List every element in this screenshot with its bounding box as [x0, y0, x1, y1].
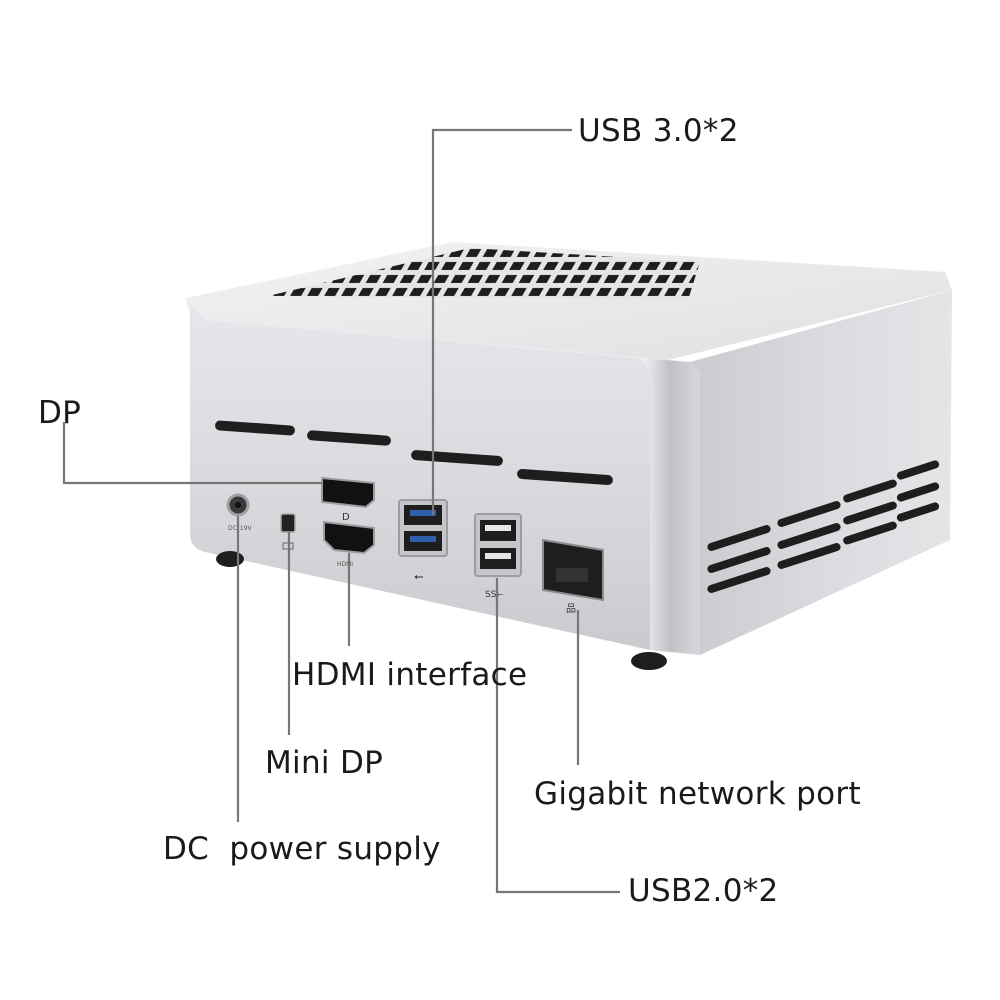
displayport-icon: D	[342, 512, 350, 523]
leader-lines	[62, 128, 620, 894]
rubber-foot	[631, 652, 667, 670]
case-front	[189, 307, 651, 650]
front-vent-slot	[307, 430, 391, 446]
label-mini-dp: Mini DP	[265, 745, 384, 781]
top-vent-grille	[268, 248, 700, 300]
leader-dp	[62, 422, 322, 485]
rubber-foot	[216, 551, 244, 567]
usb3-port-bottom-tongue	[410, 536, 436, 542]
usb2-port-top-tongue	[485, 525, 511, 531]
usb2-port-bottom-tongue	[485, 553, 511, 559]
dc-power-jack-pin	[235, 502, 241, 508]
front-vent-slot	[517, 469, 613, 485]
label-usb30: USB 3.0*2	[578, 113, 739, 149]
mini-dp-port	[280, 513, 296, 533]
usb-trident-icon: ⭠	[414, 569, 424, 583]
label-dc-power: DC power supply	[163, 831, 441, 867]
case-side	[690, 290, 952, 655]
dc-port-mark: DC_19V	[228, 525, 252, 532]
leader-usb20	[495, 578, 620, 894]
front-vent-slot	[215, 420, 295, 436]
leader-usb30	[431, 128, 572, 515]
hdmi-port	[323, 520, 375, 555]
label-dp: DP	[38, 395, 82, 431]
hdmi-port-mark: HDMI	[337, 561, 353, 568]
label-hdmi: HDMI interface	[292, 657, 528, 693]
network-icon: 品	[566, 603, 576, 615]
label-gigabit: Gigabit network port	[534, 776, 861, 812]
rj45-latch	[556, 568, 588, 582]
usb3-port-top-tongue	[410, 510, 436, 516]
usb-ss-icon: SS⭠	[485, 590, 504, 600]
dp-port	[321, 476, 375, 509]
label-usb20: USB2.0*2	[628, 873, 779, 909]
side-vents	[707, 460, 940, 593]
case-corner	[640, 358, 700, 655]
